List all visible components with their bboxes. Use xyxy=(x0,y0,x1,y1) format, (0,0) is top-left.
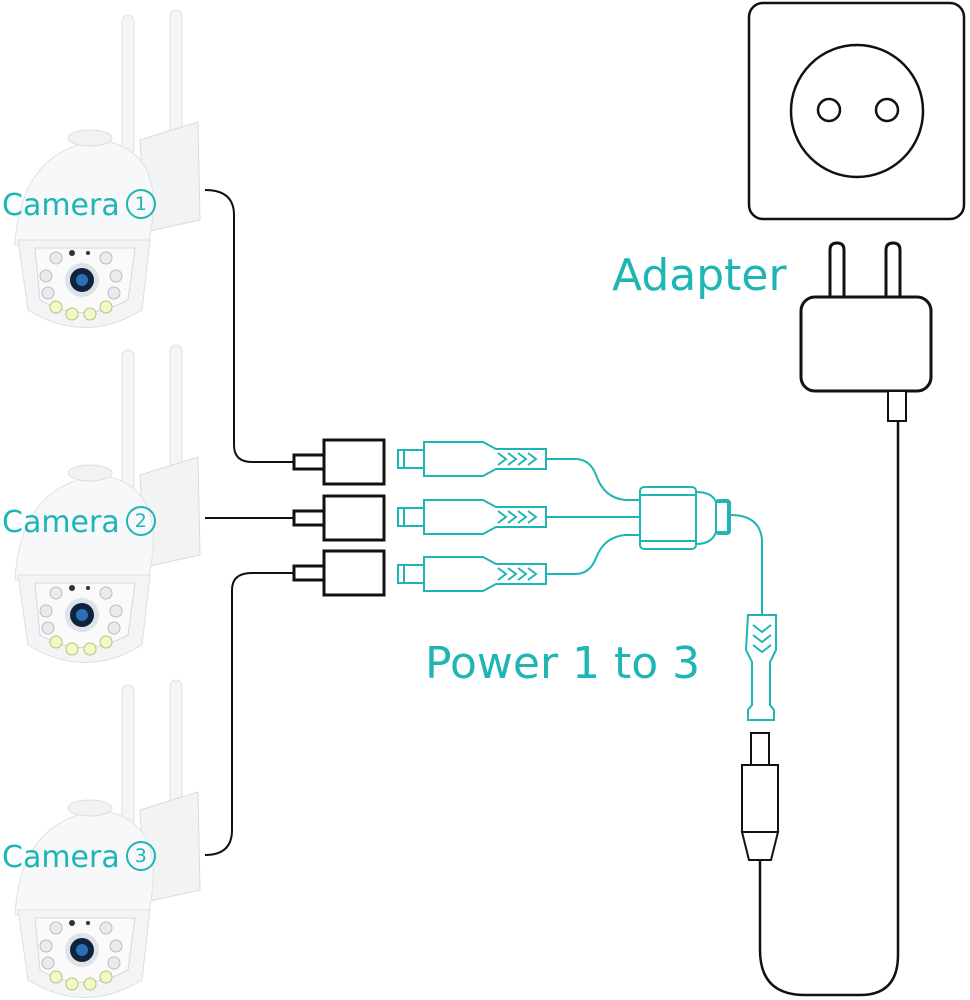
splitter-hub xyxy=(639,486,763,615)
camera-1-label-text: Camera xyxy=(2,188,120,223)
camera-plug-1 xyxy=(292,438,386,486)
splitter-plug-1 xyxy=(397,441,547,477)
splitter-label: Power 1 to 3 xyxy=(425,638,701,689)
camera-1-number-badge: 1 xyxy=(125,188,156,219)
wall-socket-icon xyxy=(747,1,966,221)
adapter-output-plug xyxy=(740,732,780,861)
splitter-plug-3 xyxy=(397,556,547,592)
camera-3-number-badge: 3 xyxy=(125,840,156,871)
camera-plug-2 xyxy=(292,494,386,542)
camera-3-illustration xyxy=(14,679,201,998)
camera-3-label-text: Camera xyxy=(2,840,120,875)
splitter-plug-2 xyxy=(397,499,547,535)
cable-camera-3 xyxy=(204,572,294,856)
camera-2-label-text: Camera xyxy=(2,505,120,540)
camera-1-illustration xyxy=(14,9,201,328)
power-adapter-icon xyxy=(799,241,933,422)
splitter-wires xyxy=(546,458,640,575)
camera-plug-3 xyxy=(292,549,386,597)
adapter-label: Adapter xyxy=(612,250,787,301)
camera-2-number-badge: 2 xyxy=(125,505,156,536)
adapter-cable xyxy=(758,420,900,997)
camera-2-illustration xyxy=(14,344,201,663)
cable-camera-1 xyxy=(204,189,294,463)
splitter-input-plug xyxy=(744,614,777,721)
